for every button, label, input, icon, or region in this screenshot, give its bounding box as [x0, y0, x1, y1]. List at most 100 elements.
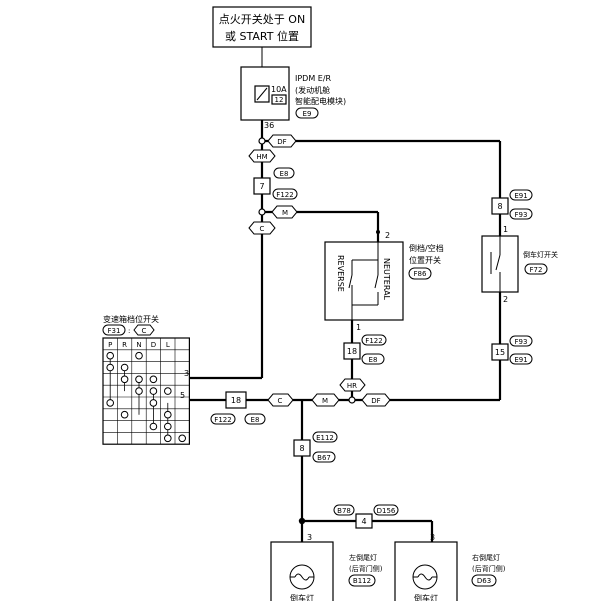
pill-e8-upper: E8 — [280, 170, 289, 178]
ipdm-module: 10A 12 IPDM E/R (发动机舱 智能配电模块) E9 36 — [240, 66, 346, 130]
ipdm-fuse-number: 12 — [275, 96, 284, 104]
range-switch-colon: : — [128, 327, 130, 335]
park-neutral-switch: 2 1 REVERSE NEUTERAL 倒档/空档 位置开关 F86 — [324, 231, 444, 332]
range-position-label: P — [108, 341, 112, 349]
range-position-label: D — [151, 341, 156, 349]
pill-b78: B78 — [337, 507, 351, 515]
backup-switch-name: 倒车灯开关 — [523, 250, 558, 259]
tag-m-upper: M — [282, 209, 288, 217]
range-switch-sub: C — [142, 327, 147, 335]
range-contact-dot — [164, 387, 172, 395]
lamp-left: 3 倒车灯 左倒尾灯 (后背门侧) B112 — [270, 533, 383, 601]
range-contact-dot — [178, 434, 186, 443]
backup-switch-connector: F72 — [530, 266, 543, 274]
tag-m-lower: M — [322, 397, 328, 405]
range-position-label: R — [122, 341, 127, 349]
pill-f93-upper: F93 — [515, 211, 528, 219]
ipdm-connector: E9 — [303, 110, 312, 118]
ipdm-sub2: 智能配电模块) — [295, 96, 346, 106]
range-pin-5: 5 — [180, 391, 185, 400]
range-contact-dot — [149, 422, 158, 431]
park-switch-reverse-label: REVERSE — [336, 255, 345, 292]
range-contact-dot — [135, 351, 143, 360]
range-pin-3: 3 — [184, 369, 189, 378]
pill-e112: E112 — [316, 434, 334, 442]
range-contact-dot — [164, 410, 172, 419]
lamp-right-pin-3: 3 — [430, 533, 435, 542]
pin-8-lower: 8 — [299, 444, 304, 453]
pill-f122-upper: F122 — [276, 191, 293, 199]
lamp-left-name1: 左倒尾灯 — [349, 553, 377, 562]
pill-e8-lower: E8 — [251, 416, 260, 424]
power-source-box: 点火开关处于 ON 或 START 位置 — [212, 6, 312, 48]
connector-tags: DF HM M C HR C M DF — [248, 134, 391, 407]
tag-c-upper: C — [260, 225, 265, 233]
park-switch-name1: 倒档/空档 — [409, 243, 444, 253]
pin-boxes: E8 7 F122 E91 8 F93 F93 15 E91 F122 18 E… — [210, 167, 533, 529]
source-line1: 点火开关处于 ON — [219, 12, 305, 26]
lamp-right-connector: D63 — [477, 577, 491, 585]
lamp-left-connector: B112 — [353, 577, 371, 585]
tag-c-lower: C — [278, 397, 283, 405]
range-contact-dot — [135, 387, 143, 395]
range-contact-dot — [149, 399, 158, 407]
pin-18-mid: 18 — [347, 347, 357, 356]
lamp-right: 3 倒车灯 右倒尾灯 (后背门侧) D63 — [394, 533, 506, 601]
range-contact-dot — [106, 351, 114, 360]
range-contact-dot — [149, 387, 158, 395]
backup-switch-pin-2: 2 — [503, 295, 508, 304]
park-switch-pin-1: 1 — [356, 323, 361, 332]
backup-lamp-switch: 1 2 倒车灯开关 F72 — [481, 225, 558, 304]
range-switch-title: 变速箱档位开关 — [103, 314, 159, 324]
pill-d156: D156 — [377, 507, 396, 515]
backup-switch-pin-1: 1 — [503, 225, 508, 234]
pill-f122-lower: F122 — [214, 416, 231, 424]
range-position-label: N — [136, 341, 141, 349]
lamp-right-label: 倒车灯 — [414, 593, 438, 601]
pill-e91-lower: E91 — [514, 356, 527, 364]
ipdm-title: IPDM E/R — [295, 74, 332, 83]
range-contact-dot — [120, 375, 129, 384]
lamp-right-name1: 右倒尾灯 — [472, 553, 500, 562]
range-contact-dot — [164, 434, 172, 443]
pin-7: 7 — [259, 182, 264, 191]
pin-8-right: 8 — [497, 202, 502, 211]
park-switch-pin-2: 2 — [385, 231, 390, 240]
pin-15: 15 — [495, 348, 505, 357]
tag-df-upper: DF — [277, 138, 286, 146]
lamp-right-name2: (后背门侧) — [472, 564, 506, 573]
lamp-left-label: 倒车灯 — [290, 593, 314, 601]
range-contact-dot — [164, 422, 172, 431]
park-switch-neutral-label: NEUTERAL — [382, 258, 391, 301]
pill-f93-lower: F93 — [515, 338, 528, 346]
source-line2: 或 START 位置 — [225, 29, 299, 43]
lamp-left-name2: (后背门侧) — [349, 564, 383, 573]
pill-b67: B67 — [317, 454, 331, 462]
pin-4: 4 — [361, 517, 366, 526]
park-switch-name2: 位置开关 — [409, 255, 441, 265]
range-contact-dot — [106, 399, 114, 407]
range-contact-dot — [135, 375, 143, 384]
pill-e8-mid: E8 — [369, 356, 378, 364]
junction-dots — [258, 137, 380, 525]
pill-f122-mid: F122 — [365, 337, 382, 345]
tag-df-lower: DF — [371, 397, 380, 405]
range-contact-dot — [106, 363, 114, 372]
tag-hr: HR — [347, 382, 357, 390]
ipdm-pin: 36 — [264, 121, 274, 130]
ipdm-fuse-amp: 10A — [271, 85, 287, 94]
range-position-label: L — [166, 341, 170, 349]
pill-e91-upper: E91 — [514, 192, 527, 200]
ipdm-sub1: (发动机舱 — [295, 85, 330, 95]
park-switch-connector: F86 — [414, 270, 427, 278]
range-contact-dot — [120, 363, 129, 372]
wires — [185, 47, 502, 601]
range-contact-dot — [149, 375, 158, 384]
range-switch-connector: F31 — [108, 327, 121, 335]
lamp-left-pin-3: 3 — [307, 533, 312, 542]
range-contact-dot — [120, 410, 129, 419]
range-switch: 变速箱档位开关 F31 : C P R N D L 3 5 — [102, 314, 191, 445]
tag-hm: HM — [256, 153, 267, 161]
